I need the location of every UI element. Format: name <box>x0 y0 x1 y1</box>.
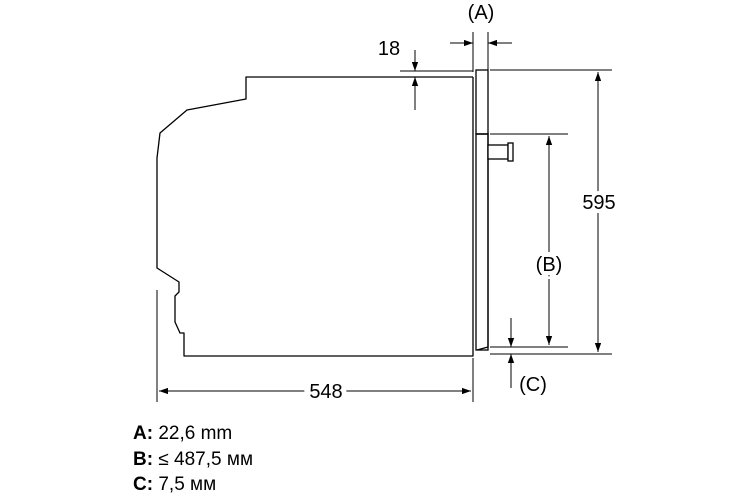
dimension-595: 595 <box>490 69 620 355</box>
legend-value: 22,6 mm <box>158 423 233 444</box>
oven-front-panel <box>475 69 489 351</box>
dimension-595-label: 595 <box>582 192 615 214</box>
legend-value: ≤ 487,5 мм <box>158 448 254 470</box>
legend-value: 7,5 мм <box>158 474 217 495</box>
dimension-c: (C) <box>507 318 547 396</box>
legend-key: A: <box>133 423 154 444</box>
dimension-a: (A) <box>450 2 512 72</box>
dimension-legend: A: 22,6 mm B: ≤ 487,5 мм C: 7,5 мм <box>133 421 253 498</box>
legend-key: C: <box>133 474 154 495</box>
legend-row-c: C: 7,5 мм <box>133 472 253 498</box>
dimension-b: (B) <box>490 133 568 348</box>
dimension-b-label: (B) <box>536 254 563 276</box>
dimension-548-label: 548 <box>309 381 342 403</box>
legend-row-a: A: 22,6 mm <box>133 421 253 447</box>
legend-key: B: <box>133 448 154 470</box>
legend-row-b: B: ≤ 487,5 мм <box>133 447 253 473</box>
dimension-a-label: (A) <box>468 2 495 24</box>
dimension-c-label: (C) <box>519 374 547 396</box>
dimension-18: 18 <box>378 38 473 110</box>
dimension-548: 548 <box>156 290 474 408</box>
oven-knob <box>487 142 514 162</box>
oven-body-outline <box>156 76 474 357</box>
dimension-18-label: 18 <box>378 38 400 60</box>
